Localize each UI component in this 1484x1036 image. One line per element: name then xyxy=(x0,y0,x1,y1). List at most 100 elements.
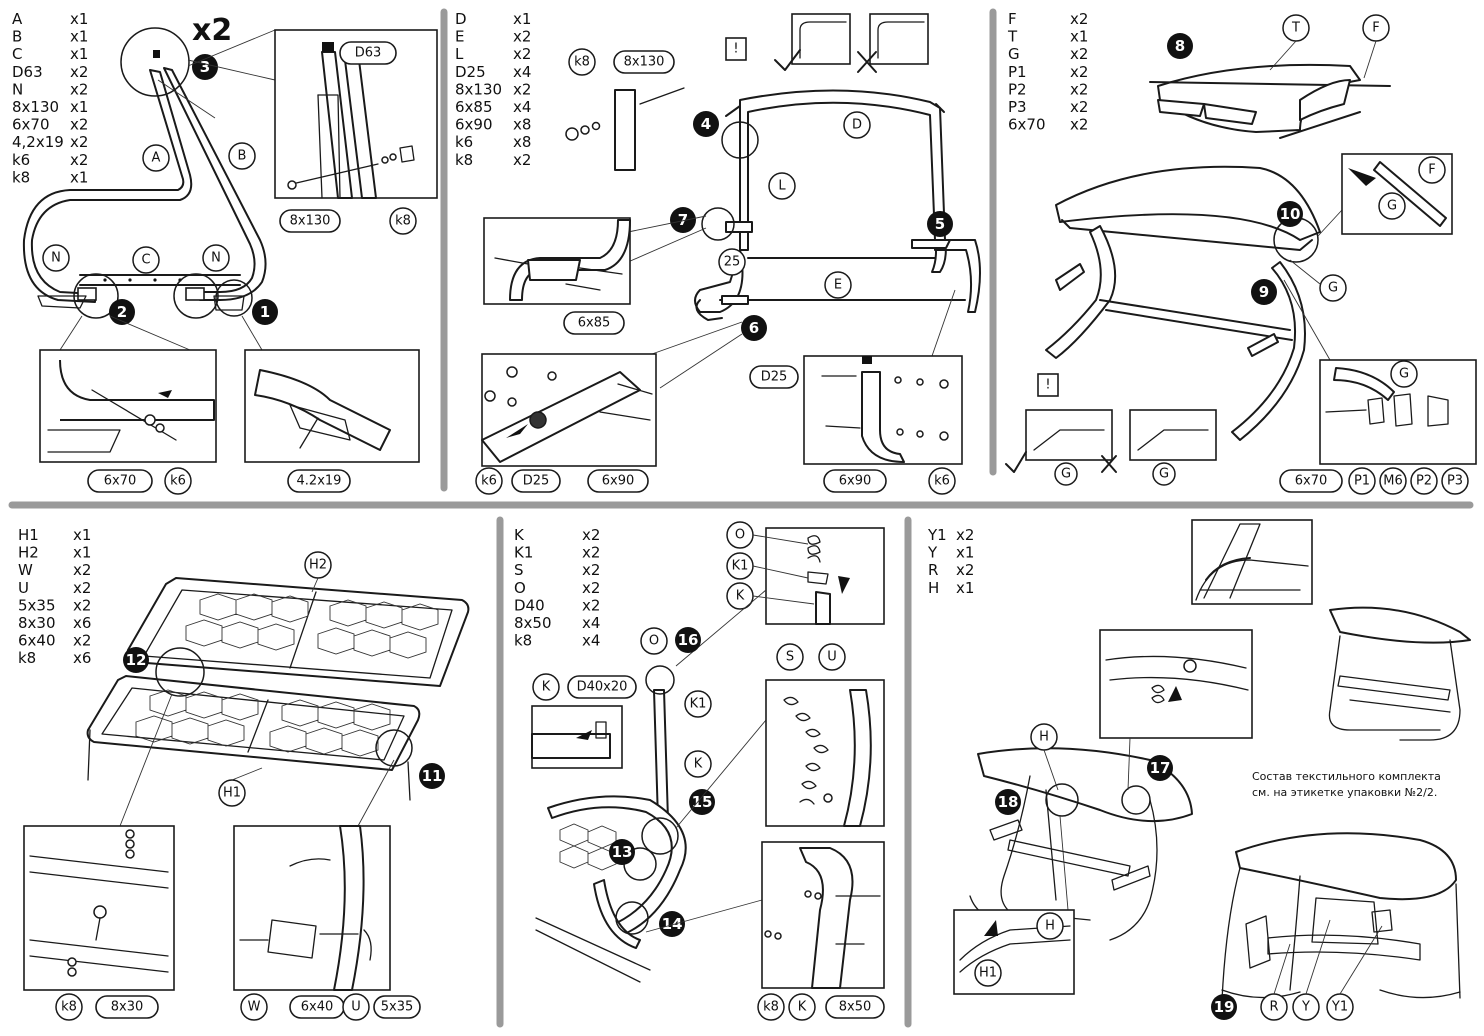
part-code: S xyxy=(514,561,524,579)
part-code: N xyxy=(12,80,23,98)
label-E xyxy=(824,271,852,299)
pill-6x70-3-text: 6x70 xyxy=(1295,474,1328,489)
label-E-text: E xyxy=(834,278,842,293)
step-12-text: 12 xyxy=(126,651,147,669)
small-swing-view xyxy=(1328,606,1471,741)
part-code: 6x85 xyxy=(455,98,493,116)
label-G-3-text: G xyxy=(1061,467,1071,482)
label-O-2-text: O xyxy=(649,634,659,649)
label-R-text: R xyxy=(1269,1000,1278,1015)
detail-bolt-8x50 xyxy=(645,841,885,989)
part-quantity: x8 xyxy=(513,116,531,134)
part-code: D40 xyxy=(514,596,545,614)
step-5-marker xyxy=(927,211,953,237)
step-8-marker xyxy=(1167,33,1193,59)
pill-6x40-text: 6x40 xyxy=(301,1000,334,1015)
pill-8x130-2-text: 8x130 xyxy=(624,55,665,70)
step-4-text: 4 xyxy=(701,115,711,133)
part-quantity: x1 xyxy=(70,98,88,116)
label-B-text: B xyxy=(238,149,247,164)
label-K-4-text: K xyxy=(798,1000,807,1015)
part-code: G xyxy=(1008,45,1020,63)
part-quantity: x2 xyxy=(73,596,91,614)
part-quantity: x8 xyxy=(513,133,531,151)
part-quantity: x2 xyxy=(582,526,600,544)
pill-D63-text: D63 xyxy=(355,46,382,61)
label-W-text: W xyxy=(248,1000,261,1015)
step-15-text: 15 xyxy=(692,793,713,811)
part-code: k6 xyxy=(12,151,30,169)
part-code: P2 xyxy=(1008,80,1027,98)
step-19-marker xyxy=(1211,994,1237,1020)
label-G-1-text: G xyxy=(1328,281,1338,296)
part-quantity: x2 xyxy=(1070,63,1088,81)
part-code: E xyxy=(455,28,464,46)
step-10-marker xyxy=(1277,201,1303,227)
label-P2 xyxy=(1410,467,1438,495)
part-quantity: x6 xyxy=(73,614,91,632)
detail-spring-hook xyxy=(765,527,885,625)
step-10-text: 10 xyxy=(1280,205,1301,223)
part-code: 6x90 xyxy=(455,116,493,134)
part-code: k8 xyxy=(514,632,532,650)
label-N-right-text: N xyxy=(211,251,221,266)
label-G-3 xyxy=(1054,462,1078,486)
pill-6x90-b xyxy=(823,469,887,493)
label-K-2 xyxy=(684,750,712,778)
part-code: H2 xyxy=(18,544,39,562)
part-code: k6 xyxy=(455,133,473,151)
part-quantity: x4 xyxy=(582,614,600,632)
correct-incorrect-g-examples xyxy=(1005,409,1217,473)
seat-hanging-rod xyxy=(535,589,767,983)
label-M6 xyxy=(1379,467,1407,495)
part-code: T xyxy=(1007,28,1018,46)
label-U-4 xyxy=(342,993,370,1021)
label-B xyxy=(228,142,256,170)
label-S xyxy=(776,643,804,671)
label-K1-2-text: K1 xyxy=(690,697,707,712)
label-S-text: S xyxy=(786,650,794,665)
part-code: 8x50 xyxy=(514,614,552,632)
pill-6x70 xyxy=(87,469,153,493)
panel-separators xyxy=(8,8,1474,1028)
part-code: Y1 xyxy=(927,526,947,544)
label-P1 xyxy=(1348,467,1376,495)
label-P1-text: P1 xyxy=(1354,474,1370,489)
part-quantity: x2 xyxy=(582,561,600,579)
textile-note-line-2: см. на этикетке упаковки №2/2. xyxy=(1252,786,1437,799)
label-H1-small xyxy=(974,959,1002,987)
detail-screw-4-2x19 xyxy=(241,315,420,463)
step-18-marker xyxy=(995,789,1021,815)
warning-box-2-text: ! xyxy=(1045,378,1050,393)
detail-chain xyxy=(675,679,885,829)
step-7-marker xyxy=(670,207,696,233)
label-H-1-text: H xyxy=(1039,730,1049,745)
detail-bolt-6x70 xyxy=(39,315,217,463)
part-code: K xyxy=(514,526,525,544)
pill-8x130-2 xyxy=(613,50,675,74)
step-17-text: 17 xyxy=(1150,759,1171,777)
step-3-marker xyxy=(192,54,218,80)
label-H1-small-text: H1 xyxy=(979,966,997,981)
step-3-text: 3 xyxy=(200,58,210,76)
part-code: Y xyxy=(927,544,938,562)
part-quantity: x4 xyxy=(513,63,531,81)
step-9-text: 9 xyxy=(1259,283,1269,301)
part-quantity: x1 xyxy=(73,544,91,562)
step-2-text: 2 xyxy=(117,303,127,321)
part-code: 6x70 xyxy=(1008,116,1046,134)
label-C xyxy=(132,246,160,274)
label-k8-2 xyxy=(568,48,596,76)
backrest-net-drawing xyxy=(126,577,470,687)
part-code: 4,2x19 xyxy=(12,133,64,151)
pill-8x50-text: 8x50 xyxy=(839,1000,872,1015)
label-O-2 xyxy=(640,627,668,655)
pill-D40x20-text: D40x20 xyxy=(577,680,628,695)
top-right-frame-detail xyxy=(1191,519,1313,605)
step-12-marker xyxy=(123,647,149,673)
part-quantity: x2 xyxy=(582,579,600,597)
